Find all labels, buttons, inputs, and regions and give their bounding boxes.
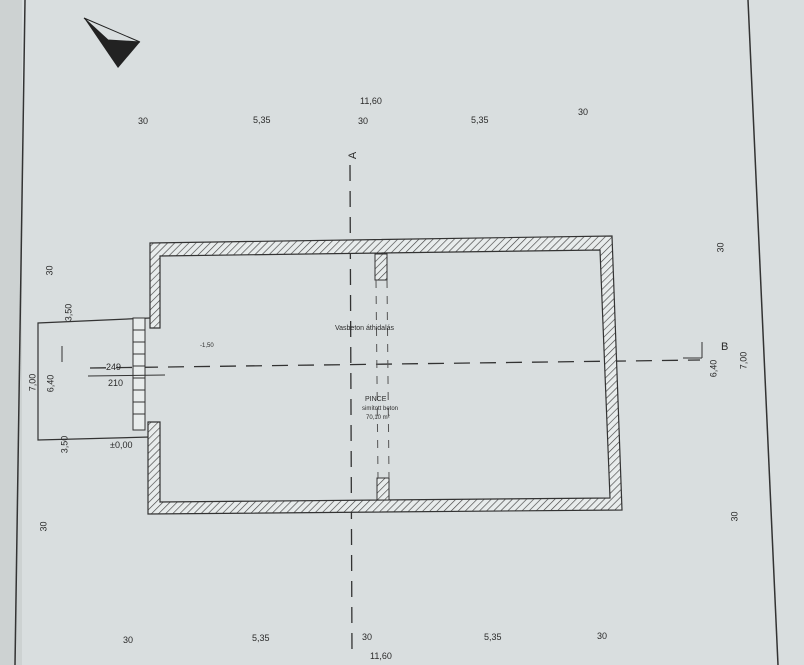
dim-top: 30 [358,116,369,126]
section-mark-b: B [721,341,729,353]
lintel-label: Vasbeton áthidalás [335,325,395,332]
stair-width: 210 [108,378,124,388]
dim-right: 7,00 [738,351,749,370]
dim-bottom: 30 [123,635,134,645]
dim-top: 5,35 [471,115,489,125]
dim-left: 6,40 [45,374,56,393]
dim-top: 30 [578,107,589,117]
sheet-border-right [747,0,779,665]
dim-top: 30 [138,116,149,126]
level-basement: -1,50 [200,343,214,349]
dim-bottom: 5,35 [252,633,270,643]
dim-left: 3,50 [59,435,70,454]
room-area: 70,10 m² [366,415,390,421]
dim-right: 6,40 [708,359,719,378]
room-name: PINCE [365,396,387,403]
dim-left: 30 [44,265,55,276]
basement-walls [147,235,623,515]
dim-right: 30 [729,511,740,522]
floor-finish: simított beton [362,406,399,412]
sheet-border-left [14,0,26,665]
dim-left: 30 [38,521,49,532]
dim-bottom-total: 11,60 [370,651,392,661]
dim-top: 5,35 [253,115,271,125]
dim-bottom: 5,35 [484,632,502,642]
dim-left: 3,50 [63,303,74,322]
dim-bottom: 30 [597,631,608,641]
dim-bottom: 30 [362,632,373,642]
dim-top-total: 11,60 [360,96,382,106]
section-mark-a: A [347,151,360,160]
entry-stair [87,317,166,431]
dim-left: 7,00 [27,373,38,392]
stair-rise: 249 [106,362,122,372]
north-arrow-icon [83,17,141,68]
dim-right: 30 [715,242,726,253]
level-entry: ±0,00 [110,440,133,450]
